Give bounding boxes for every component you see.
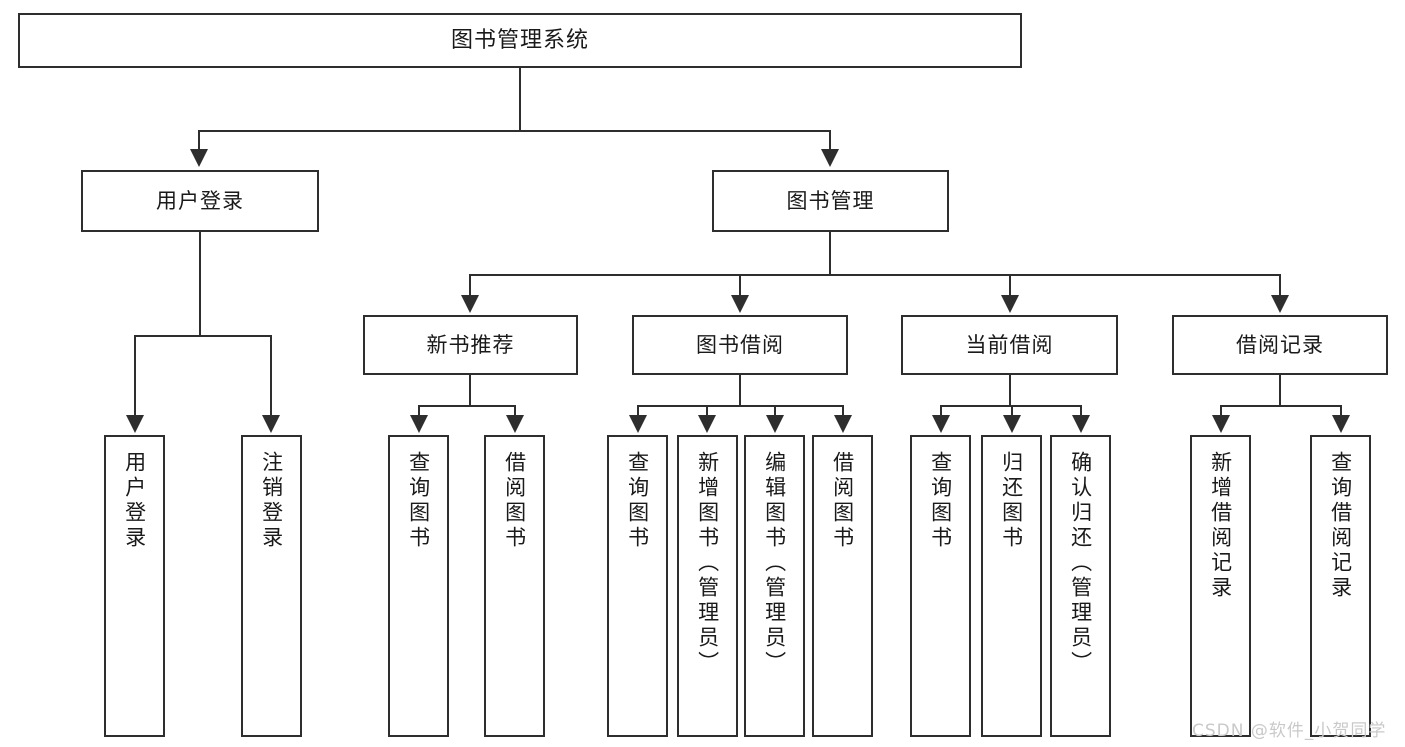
connector-root-bus bbox=[198, 130, 830, 132]
node-leaf-add-book-admin[interactable]: 新增图书（管理员） bbox=[677, 435, 738, 737]
connector-book-mgmt-to-borrow bbox=[739, 274, 741, 297]
connector-book-mgmt-to-new-books bbox=[469, 274, 471, 297]
arrow-borrow-to-leaf-1 bbox=[698, 415, 716, 433]
arrow-new-books-to-leaf-0 bbox=[410, 415, 428, 433]
arrow-records-to-leaf-1 bbox=[1332, 415, 1350, 433]
connector-new-books-to-leaf-1 bbox=[514, 405, 516, 417]
node-leaf-logout[interactable]: 注销登录 bbox=[241, 435, 302, 737]
arrow-borrow-to-leaf-0 bbox=[629, 415, 647, 433]
node-label: 借阅图书 bbox=[502, 451, 527, 551]
node-label: 借阅记录 bbox=[1236, 332, 1324, 357]
connector-records-stem bbox=[1279, 375, 1281, 407]
connector-borrow-to-leaf-1 bbox=[706, 405, 708, 417]
node-new-book-recommend[interactable]: 新书推荐 bbox=[363, 315, 578, 375]
connector-book-mgmt-bus bbox=[469, 274, 1280, 276]
connector-current-to-leaf-0 bbox=[940, 405, 942, 417]
connector-root-to-user-login bbox=[198, 130, 200, 151]
arrow-current-to-leaf-1 bbox=[1003, 415, 1021, 433]
arrow-root-to-user-login bbox=[190, 149, 208, 167]
node-label: 借阅图书 bbox=[830, 451, 855, 551]
node-user-login[interactable]: 用户登录 bbox=[81, 170, 319, 232]
arrow-book-mgmt-to-current bbox=[1001, 295, 1019, 313]
node-label: 用户登录 bbox=[156, 188, 244, 213]
node-label: 归还图书 bbox=[999, 451, 1024, 551]
connector-borrow-bus bbox=[637, 405, 843, 407]
arrow-root-to-book-mgmt bbox=[821, 149, 839, 167]
csdn-watermark: CSDN @软件_小贺同学 bbox=[1192, 721, 1387, 741]
arrow-book-mgmt-to-records bbox=[1271, 295, 1289, 313]
connector-current-stem bbox=[1009, 375, 1011, 407]
arrow-borrow-to-leaf-3 bbox=[834, 415, 852, 433]
node-leaf-query-books-borrow[interactable]: 查询图书 bbox=[607, 435, 668, 737]
node-label: 图书管理 bbox=[786, 188, 875, 213]
node-book-borrow[interactable]: 图书借阅 bbox=[632, 315, 848, 375]
node-label: 查询图书 bbox=[625, 451, 650, 551]
node-label: 查询借阅记录 bbox=[1328, 451, 1353, 601]
node-leaf-user-login[interactable]: 用户登录 bbox=[104, 435, 165, 737]
connector-current-bus bbox=[940, 405, 1081, 407]
connector-records-to-leaf-0 bbox=[1220, 405, 1222, 417]
arrow-book-mgmt-to-borrow bbox=[731, 295, 749, 313]
connector-new-books-to-leaf-0 bbox=[418, 405, 420, 417]
arrow-new-books-to-leaf-1 bbox=[506, 415, 524, 433]
arrow-user-login-to-leaf-1 bbox=[262, 415, 280, 433]
node-label: 新书推荐 bbox=[426, 332, 515, 357]
node-leaf-borrow-books-new[interactable]: 借阅图书 bbox=[484, 435, 545, 737]
node-label: 确认归还（管理员） bbox=[1068, 451, 1093, 676]
node-leaf-confirm-return-admin[interactable]: 确认归还（管理员） bbox=[1050, 435, 1111, 737]
node-leaf-query-books-current[interactable]: 查询图书 bbox=[910, 435, 971, 737]
node-book-management[interactable]: 图书管理 bbox=[712, 170, 949, 232]
connector-current-to-leaf-2 bbox=[1080, 405, 1082, 417]
node-leaf-edit-book-admin[interactable]: 编辑图书（管理员） bbox=[744, 435, 805, 737]
connector-new-books-bus bbox=[418, 405, 515, 407]
connector-borrow-to-leaf-3 bbox=[842, 405, 844, 417]
connector-user-login-to-leaf-1 bbox=[270, 335, 272, 417]
arrow-book-mgmt-to-new-books bbox=[461, 295, 479, 313]
connector-borrow-to-leaf-0 bbox=[637, 405, 639, 417]
connector-root-stem bbox=[519, 68, 521, 131]
connector-book-mgmt-stem bbox=[829, 232, 831, 276]
connector-book-mgmt-to-records bbox=[1279, 274, 1281, 297]
connector-current-to-leaf-1 bbox=[1011, 405, 1013, 417]
node-leaf-borrow-books[interactable]: 借阅图书 bbox=[812, 435, 873, 737]
connector-new-books-stem bbox=[469, 375, 471, 407]
node-label: 图书借阅 bbox=[696, 332, 784, 357]
connector-borrow-to-leaf-2 bbox=[774, 405, 776, 417]
node-label: 编辑图书（管理员） bbox=[762, 451, 787, 676]
connector-user-login-to-leaf-0 bbox=[134, 335, 136, 417]
connector-records-bus bbox=[1220, 405, 1341, 407]
node-current-borrow[interactable]: 当前借阅 bbox=[901, 315, 1118, 375]
connector-borrow-stem bbox=[739, 375, 741, 407]
connector-records-to-leaf-1 bbox=[1340, 405, 1342, 417]
arrow-current-to-leaf-2 bbox=[1072, 415, 1090, 433]
node-leaf-return-books[interactable]: 归还图书 bbox=[981, 435, 1042, 737]
arrow-records-to-leaf-0 bbox=[1212, 415, 1230, 433]
node-label: 新增借阅记录 bbox=[1208, 451, 1233, 601]
arrow-user-login-to-leaf-0 bbox=[126, 415, 144, 433]
node-label: 查询图书 bbox=[406, 451, 431, 551]
node-label: 注销登录 bbox=[259, 451, 284, 551]
connector-book-mgmt-to-current bbox=[1009, 274, 1011, 297]
node-leaf-query-books-new[interactable]: 查询图书 bbox=[388, 435, 449, 737]
arrow-current-to-leaf-0 bbox=[932, 415, 950, 433]
node-label: 当前借阅 bbox=[965, 332, 1054, 357]
node-leaf-add-borrow-record[interactable]: 新增借阅记录 bbox=[1190, 435, 1251, 737]
node-label: 查询图书 bbox=[928, 451, 953, 551]
node-label: 新增图书（管理员） bbox=[695, 451, 720, 676]
node-borrow-records[interactable]: 借阅记录 bbox=[1172, 315, 1388, 375]
node-label: 图书管理系统 bbox=[450, 27, 589, 53]
node-root-system[interactable]: 图书管理系统 bbox=[18, 13, 1022, 68]
connector-user-login-bus bbox=[134, 335, 272, 337]
connector-user-login-stem bbox=[199, 232, 201, 337]
node-leaf-query-borrow-record[interactable]: 查询借阅记录 bbox=[1310, 435, 1371, 737]
arrow-borrow-to-leaf-2 bbox=[766, 415, 784, 433]
node-label: 用户登录 bbox=[122, 451, 147, 551]
connector-root-to-book-mgmt bbox=[829, 130, 831, 151]
